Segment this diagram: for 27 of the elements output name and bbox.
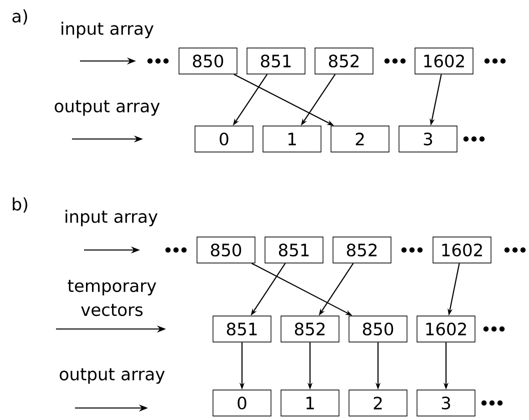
array-cell: 851 [264, 236, 324, 264]
array-cell: 852 [332, 236, 392, 264]
array-cell: 2 [348, 390, 408, 416]
array-cell: 852 [314, 48, 374, 74]
array-cell: 850 [348, 316, 408, 342]
array-cell: 852 [280, 316, 340, 342]
row-label: output array [54, 100, 160, 116]
array-cell: 0 [212, 390, 272, 416]
array-cell: 2 [330, 126, 390, 152]
row-label: output array [60, 368, 165, 384]
row-label: input array [66, 210, 158, 226]
array-cell: 850 [178, 48, 238, 74]
array-cell: 851 [212, 316, 272, 342]
array-cell: 850 [196, 236, 256, 264]
panel-label: a) [12, 9, 28, 25]
array-cell: 851 [246, 48, 306, 74]
row-label: input array [62, 22, 154, 38]
array-cell: 3 [398, 126, 458, 152]
panel-label: b) [12, 197, 28, 213]
row-label: temporary vectors [68, 280, 156, 316]
array-cell: 1 [262, 126, 322, 152]
array-cell: 1602 [432, 236, 492, 264]
array-cell: 0 [194, 126, 254, 152]
array-cell: 3 [416, 390, 476, 416]
array-cell: 1 [280, 390, 340, 416]
array-cell: 1602 [414, 48, 474, 74]
array-cell: 1602 [416, 316, 476, 342]
